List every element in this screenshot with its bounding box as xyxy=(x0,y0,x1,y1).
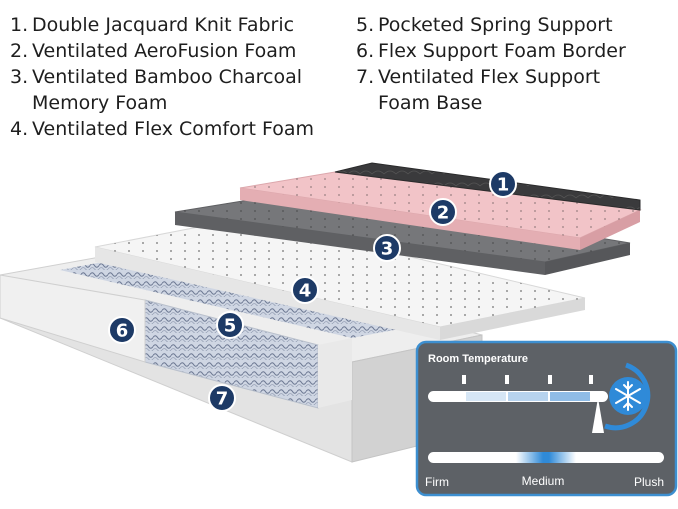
snowflake-icon xyxy=(604,362,651,431)
firmness-label-plush: Plush xyxy=(634,475,664,489)
legend-text: Ventilated Flex Comfort Foam xyxy=(32,118,315,140)
layer-badge-3: 3 xyxy=(373,234,401,262)
temperature-scale xyxy=(428,375,608,433)
temperature-firmness-panel: Room Temperature xyxy=(415,340,678,497)
firmness-slider xyxy=(428,452,664,463)
legend-item-2: 2.Ventilated AeroFusion Foam xyxy=(10,38,355,64)
legend-right-column: 5.Pocketed Spring Support 6.Flex Support… xyxy=(356,12,676,116)
legend-text: Ventilated Flex Support xyxy=(378,66,601,88)
firmness-label-firm: Firm xyxy=(425,475,449,489)
legend-text-continued: Foam Base xyxy=(378,92,483,114)
legend-item-1: 1.Double Jacquard Knit Fabric xyxy=(10,12,355,38)
legend-number: 1. xyxy=(10,14,29,36)
legend-number: 3. xyxy=(10,66,29,88)
legend-left-column: 1.Double Jacquard Knit Fabric 2.Ventilat… xyxy=(10,12,355,142)
legend-item-6: 6.Flex Support Foam Border xyxy=(356,38,676,64)
layer-badge-2: 2 xyxy=(429,198,457,226)
layer-badge-6: 6 xyxy=(108,316,136,344)
legend-text: Ventilated Bamboo Charcoal xyxy=(32,66,303,88)
badge-number: 5 xyxy=(224,316,237,337)
layer-badge-4: 4 xyxy=(291,276,319,304)
layer-badge-5: 5 xyxy=(216,311,244,339)
legend-item-7: 7.Ventilated Flex Support Foam Base xyxy=(356,64,676,116)
layer-badge-1: 1 xyxy=(489,170,517,198)
legend-item-3: 3.Ventilated Bamboo Charcoal Memory Foam xyxy=(10,64,355,116)
jacquard-fabric-layer xyxy=(334,162,641,211)
badge-number: 1 xyxy=(497,175,510,196)
badge-number: 4 xyxy=(299,281,312,302)
firmness-indicator xyxy=(516,452,576,463)
legend-number: 4. xyxy=(10,118,29,140)
legend-text: Double Jacquard Knit Fabric xyxy=(32,14,295,36)
foam-border-front xyxy=(0,274,146,363)
layer-badge-7: 7 xyxy=(208,384,236,412)
charcoal-memory-foam-layer xyxy=(174,189,631,275)
badge-number: 3 xyxy=(381,239,394,260)
panel-title: Room Temperature xyxy=(428,353,528,365)
legend-number: 7. xyxy=(356,66,375,88)
legend-text: Pocketed Spring Support xyxy=(378,14,613,36)
legend-item-4: 4.Ventilated Flex Comfort Foam xyxy=(10,116,355,142)
legend-text: Flex Support Foam Border xyxy=(378,40,626,62)
legend-number: 6. xyxy=(356,40,375,62)
spring-coils-cutout xyxy=(60,256,420,409)
badge-number: 2 xyxy=(437,203,450,224)
legend-number: 2. xyxy=(10,40,29,62)
legend-text: Ventilated AeroFusion Foam xyxy=(32,40,297,62)
legend-text-continued: Memory Foam xyxy=(32,92,168,114)
badge-number: 7 xyxy=(216,389,229,410)
badge-number: 6 xyxy=(116,321,129,342)
temperature-pointer xyxy=(592,398,604,433)
firmness-label-medium: Medium xyxy=(522,474,565,488)
legend-number: 5. xyxy=(356,14,375,36)
legend-item-5: 5.Pocketed Spring Support xyxy=(356,12,676,38)
